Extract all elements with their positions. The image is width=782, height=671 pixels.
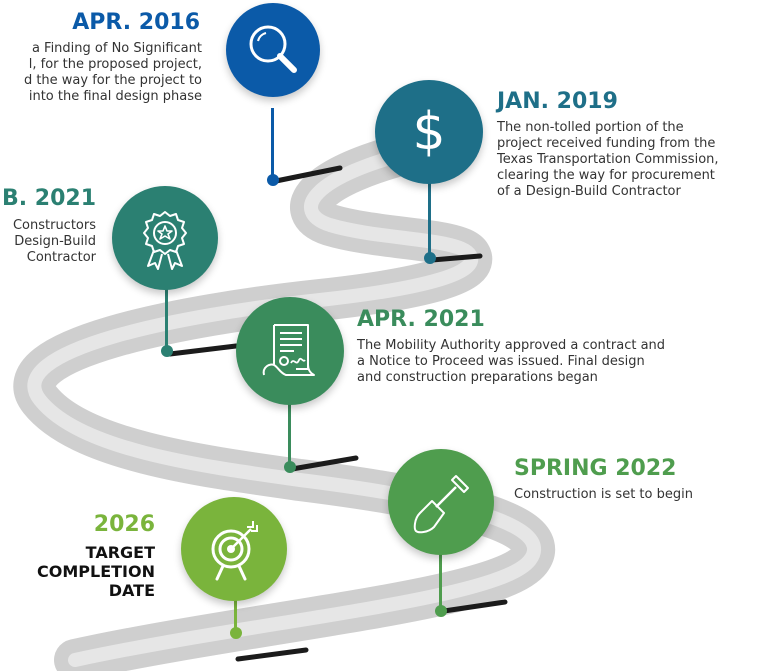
road-shadow-streak xyxy=(167,343,239,357)
timeline-pin-dot xyxy=(435,605,447,617)
milestone-circle xyxy=(112,186,218,290)
milestone-description: Constructors Design-Build Contractor xyxy=(12,218,96,265)
milestone-circle xyxy=(236,297,344,405)
timeline-pin-dot xyxy=(230,627,242,639)
timeline-pin-dot xyxy=(267,174,279,186)
milestone-description: a Finding of No Significant l, for the p… xyxy=(23,41,202,104)
milestone-circle: $ xyxy=(375,80,483,184)
road-shadow-streak xyxy=(273,165,343,184)
milestone-circle xyxy=(181,497,287,601)
timeline-stem xyxy=(439,548,442,610)
award-ribbon-icon xyxy=(143,211,187,270)
shovel-icon xyxy=(413,475,469,534)
milestone-description: The non-tolled portion of the project re… xyxy=(497,120,719,199)
road-shadow-streak xyxy=(429,253,483,263)
timeline-pin-dot xyxy=(284,461,296,473)
milestone-date: APR. 2021 xyxy=(357,307,485,332)
contract-document-icon xyxy=(262,324,315,376)
milestone-date: B. 2021 xyxy=(1,186,96,211)
road-highlight xyxy=(27,143,541,667)
timeline-pin-dot xyxy=(161,345,173,357)
timeline-pin-dot xyxy=(424,252,436,264)
timeline-stem xyxy=(234,590,237,632)
svg-text:$: $ xyxy=(412,102,445,162)
target-completion-label: TARGET COMPLETION DATE xyxy=(37,543,155,600)
road-shadow-streak xyxy=(441,599,508,614)
magnifier-icon xyxy=(249,25,297,73)
milestone-date: JAN. 2019 xyxy=(497,89,618,114)
target-arrow-icon xyxy=(211,521,258,581)
timeline-stem xyxy=(271,108,274,178)
timeline-stem xyxy=(428,175,431,257)
dollar-sign-icon: $ xyxy=(412,102,445,162)
road-shadow-streak xyxy=(289,455,359,472)
road-shadow-streak xyxy=(235,647,309,662)
milestone-circle xyxy=(226,3,320,97)
milestone-date: 2026 xyxy=(93,512,155,537)
milestone-description: The Mobility Authority approved a contra… xyxy=(357,338,666,385)
timeline-stem xyxy=(165,282,168,350)
timeline-stem xyxy=(288,395,291,465)
milestone-date: SPRING 2022 xyxy=(514,456,677,481)
milestone-circle xyxy=(388,449,494,555)
milestone-date: APR. 2016 xyxy=(72,10,200,35)
milestone-description: Construction is set to begin xyxy=(514,487,693,502)
